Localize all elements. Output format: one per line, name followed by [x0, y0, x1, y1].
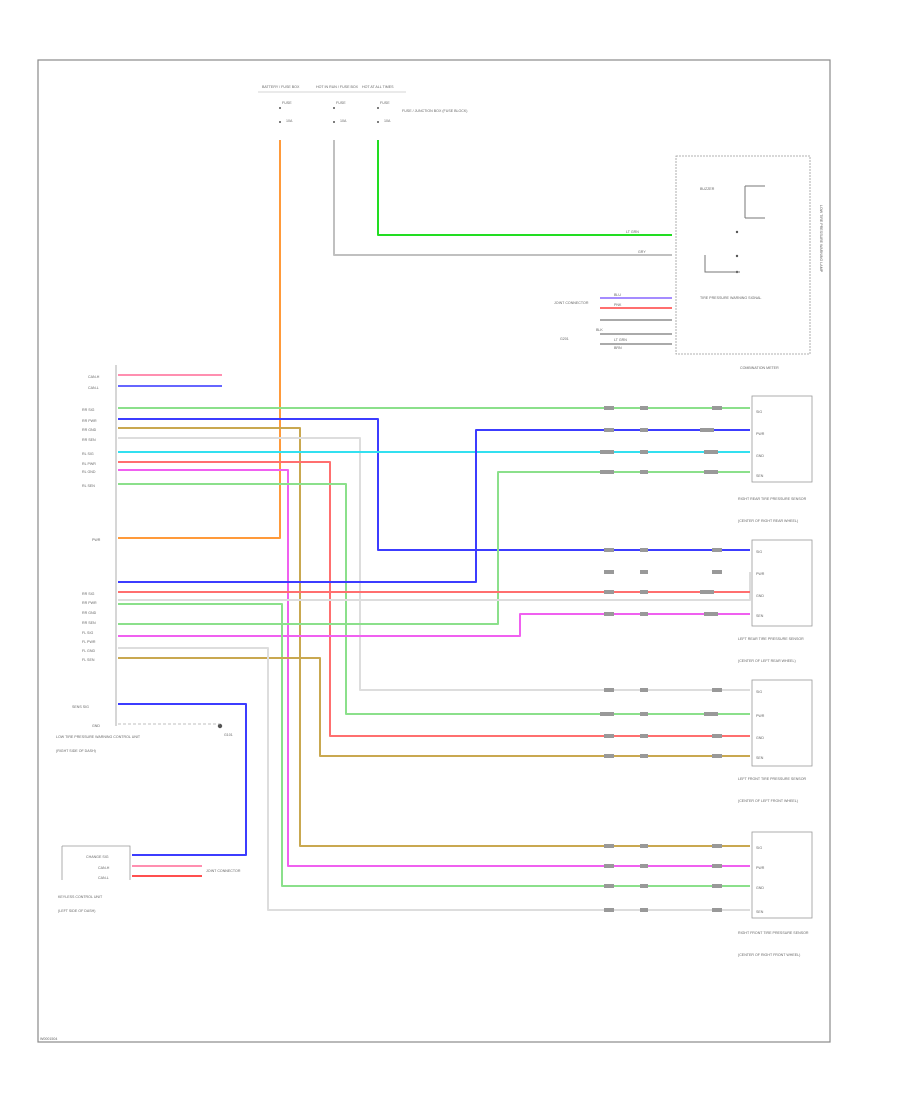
diagram-label: SIG [756, 410, 762, 414]
sensor-right-front: SIG PWR GND SEN RIGHT FRONT TIRE PRESSUR… [738, 831, 813, 957]
diagram-label: SIG [756, 550, 762, 554]
combination-meter: BUZZER TIRE PRESSURE WARNING SIGNAL LOW … [554, 155, 823, 370]
tpms-ecu: CAN-H CAN-L RR SIG RR PWR RR GND RR SEN … [56, 365, 233, 753]
diagram-label: CAN-H [88, 375, 100, 379]
diagram-label: GND [756, 594, 764, 598]
meter-pin-4: PNK [614, 303, 622, 307]
meter-label: COMBINATION METER [740, 366, 779, 370]
diagram-label: GND [756, 454, 764, 458]
fuse-1-label: FUSE [282, 101, 292, 105]
wire-orange [118, 140, 281, 539]
diagram-label: PWR [756, 866, 765, 870]
diagram-label: GND [756, 886, 764, 890]
diagram-label: RR PWR [82, 601, 97, 605]
diagram-label: CHANGE SIG [86, 855, 109, 859]
keyless-sub: (LEFT SIDE OF DASH) [58, 909, 95, 913]
wire-green-top [377, 140, 672, 236]
ground-g101: G101 [224, 733, 233, 737]
ecu-sub: (RIGHT SIDE OF DASH) [56, 749, 96, 753]
diagram-label: CAN-L [88, 386, 99, 390]
diagram-label: FL SEN [82, 658, 95, 662]
fuse-1-amp: 10A [286, 119, 293, 123]
diagram-label: SIG [756, 690, 762, 694]
meter-pin-6: LT GRN [614, 338, 627, 342]
ground-g201: G201 [560, 337, 569, 341]
meter-pin-1: LT GRN [626, 230, 639, 234]
keyless-label: KEYLESS CONTROL UNIT [58, 895, 103, 899]
diagram-label: GND [92, 724, 100, 728]
connector-ticks [600, 406, 722, 912]
diagram-label: (CENTER OF LEFT REAR WHEEL) [738, 659, 796, 663]
meter-side-label: LOW TIRE PRESSURE WARNING LAMP [819, 205, 823, 273]
diagram-label: LEFT REAR TIRE PRESSURE SENSOR [738, 637, 804, 641]
keyless-control-unit: CHANGE SIG CAN-H CAN-L KEYLESS CONTROL U… [58, 845, 241, 913]
diagram-label: RR PWR [82, 419, 97, 423]
fuse-2-amp: 10A [340, 119, 347, 123]
diagram-label: (CENTER OF RIGHT REAR WHEEL) [738, 519, 798, 523]
sensor-left-front: SIG PWR GND SEN LEFT FRONT TIRE PRESSURE… [738, 679, 813, 803]
top-fuses: BATTERY / FUSE BOX HOT IN RUN / FUSE BOX… [258, 85, 468, 123]
diagram-label: FL GND [82, 649, 95, 653]
fuse-note: FUSE / JUNCTION BOX (FUSE BLOCK) [402, 109, 468, 113]
diagram-label: RL PWR [82, 462, 96, 466]
diagram-label: RR SIG [82, 592, 95, 596]
wire-gray-top [333, 140, 672, 256]
diagram-label: RL SEN [82, 484, 95, 488]
diagram-label: (CENTER OF RIGHT FRONT WHEEL) [738, 953, 800, 957]
ground-joint-1: JOINT CONNECTOR [554, 301, 589, 305]
meter-pin-3: BLU [614, 293, 621, 297]
diagram-label: GND [756, 736, 764, 740]
diagram-label: RR SEN [82, 438, 96, 442]
diagram-label: RR GND [82, 611, 97, 615]
ecu-label: LOW TIRE PRESSURE WARNING CONTROL UNIT [56, 735, 141, 739]
meter-buzzer-label: BUZZER [700, 187, 715, 191]
diagram-label: PWR [756, 572, 765, 576]
fuse-2-label: FUSE [336, 101, 346, 105]
fuse-3-header: HOT AT ALL TIMES [362, 85, 394, 89]
diagram-label: FL SIG [82, 631, 93, 635]
footer-code: W0001504 [40, 1037, 57, 1041]
diagram-label: RL GND [82, 470, 96, 474]
diagram-label: PWR [756, 432, 765, 436]
fuse-1-header: BATTERY / FUSE BOX [262, 85, 300, 89]
ground-joint-2: JOINT CONNECTOR [206, 869, 241, 873]
meter-pin-5: BLK [596, 328, 603, 332]
meter-bus-label: TIRE PRESSURE WARNING SIGNAL [700, 296, 761, 300]
diagram-label: RIGHT FRONT TIRE PRESSURE SENSOR [738, 931, 809, 935]
diagram-label: RL SIG [82, 452, 94, 456]
meter-pin-2: GRY [638, 250, 646, 254]
wires [118, 140, 751, 911]
diagram-label: SENS SIG [72, 705, 89, 709]
sensor-right-rear: SIG PWR GND SEN RIGHT REAR TIRE PRESSURE… [738, 395, 813, 523]
diagram-frame [37, 59, 831, 1043]
sensor-left-rear: SIG PWR GND SEN LEFT REAR TIRE PRESSURE … [738, 539, 813, 663]
diagram-label: CAN-L [98, 876, 109, 880]
meter-pin-7: BRN [614, 346, 622, 350]
diagram-label: SIG [756, 846, 762, 850]
wire-change-sig [118, 703, 247, 856]
diagram-label: CAN-H [98, 866, 110, 870]
diagram-label: FL PWR [82, 640, 96, 644]
diagram-label: SEN [756, 474, 764, 478]
diagram-label: LEFT FRONT TIRE PRESSURE SENSOR [738, 777, 806, 781]
diagram-label: PWR [756, 714, 765, 718]
diagram-label: RR SEN [82, 621, 96, 625]
fuse-3-amp: 10A [384, 119, 391, 123]
wire-rr-pwr [118, 418, 750, 551]
fuse-2-header: HOT IN RUN / FUSE BOX [316, 85, 359, 89]
diagram-label: (CENTER OF LEFT FRONT WHEEL) [738, 799, 798, 803]
diagram-label: PWR [92, 538, 101, 542]
diagram-label: SEN [756, 614, 764, 618]
diagram-label: RR SIG [82, 408, 95, 412]
diagram-label: RIGHT REAR TIRE PRESSURE SENSOR [738, 497, 807, 501]
diagram-label: RR GND [82, 428, 97, 432]
diagram-label: SEN [756, 756, 764, 760]
diagram-label: SEN [756, 910, 764, 914]
fuse-3-label: FUSE [380, 101, 390, 105]
